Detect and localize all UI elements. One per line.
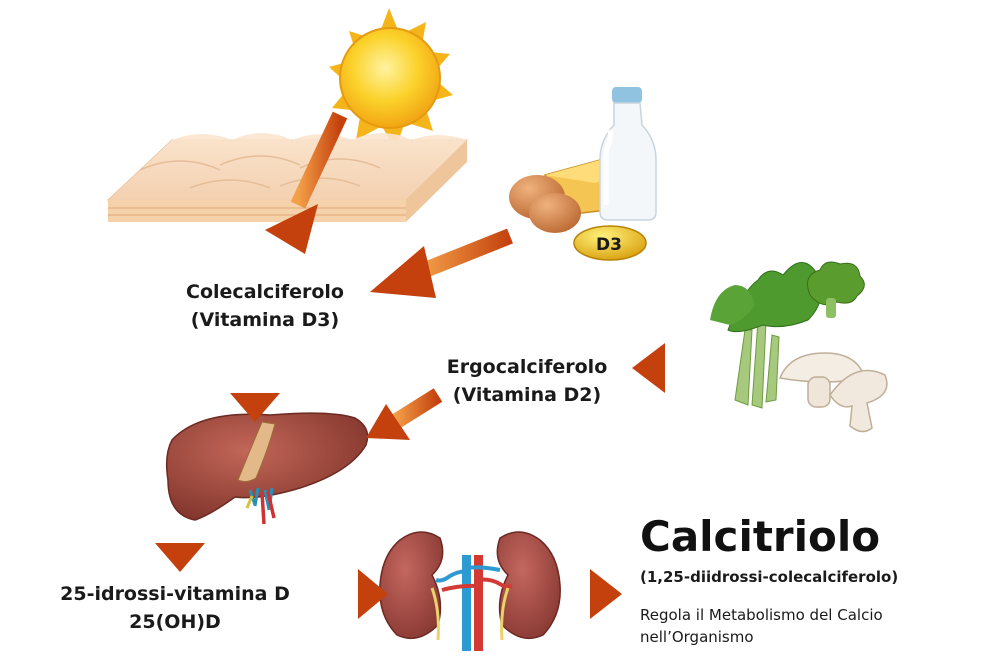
- calcitriolo-block: Calcitriolo (1,25-diidrossi-colecalcifer…: [640, 512, 980, 648]
- arrow-colecalciferolo-to-liver: [230, 347, 280, 422]
- ergocalciferolo-sub: (Vitamina D2): [452, 384, 602, 406]
- kidneys-icon: [379, 531, 561, 651]
- idrossi-name: 25-idrossi-vitamina D: [60, 583, 290, 605]
- arrow-vegetables-to-ergocalciferolo: [632, 343, 707, 393]
- idrossi-label: 25-idrossi-vitamina D 25(OH)D: [40, 580, 310, 636]
- colecalciferolo-sub: (Vitamina D3): [190, 309, 340, 331]
- calcitriolo-title: Calcitriolo: [640, 512, 881, 561]
- ergocalciferolo-label: Ergocalciferolo (Vitamina D2): [432, 353, 622, 409]
- sun-icon: [329, 8, 453, 150]
- ergocalciferolo-name: Ergocalciferolo: [446, 356, 608, 378]
- colecalciferolo-name: Colecalciferolo: [186, 281, 344, 303]
- calcitriolo-desc-line2: nell’Organismo: [640, 628, 754, 646]
- vegetables-d2-icon: [710, 261, 888, 433]
- arrow-liver-to-idrossi: [155, 510, 205, 572]
- d3-badge-label: D3: [596, 235, 622, 255]
- skin-icon: [106, 133, 469, 222]
- arrow-kidneys-to-calcitriolo: [562, 569, 622, 619]
- calcitriolo-sub: (1,25-diidrossi-colecalciferolo): [640, 568, 899, 586]
- idrossi-sub: 25(OH)D: [129, 611, 221, 633]
- calcitriolo-desc-line1: Regola il Metabolismo del Calcio: [640, 606, 883, 624]
- arrow-ergocalciferolo-to-liver: [366, 388, 443, 440]
- arrow-food-to-colecalciferolo: [370, 228, 513, 298]
- food-d3-icon: D3: [509, 87, 657, 261]
- colecalciferolo-label: Colecalciferolo (Vitamina D3): [170, 278, 360, 334]
- arrow-idrossi-to-kidneys: [330, 569, 388, 619]
- arrow-sun-to-colecalciferolo: [265, 111, 348, 254]
- liver-icon: [165, 412, 369, 525]
